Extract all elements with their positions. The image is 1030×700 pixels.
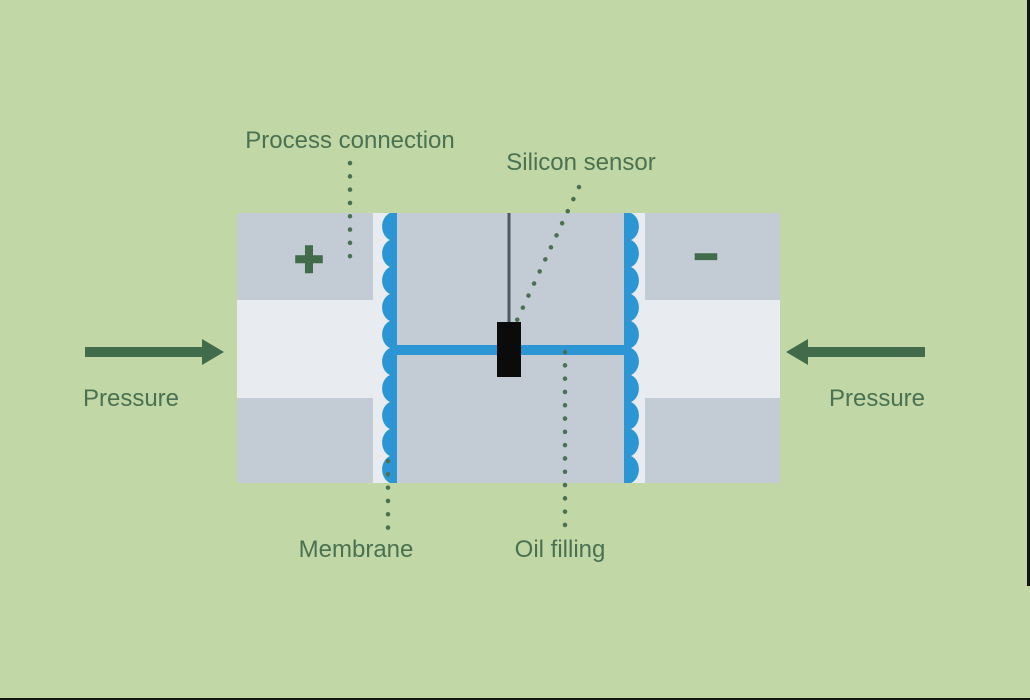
- left-block-pressure-channel: [237, 300, 373, 398]
- pressure-arrow-left-icon: [786, 339, 925, 365]
- label-process-connection: Process connection: [245, 126, 455, 154]
- right-block-pressure-channel: [645, 300, 780, 398]
- minus-symbol: −: [693, 235, 719, 279]
- label-oil-filling: Oil filling: [514, 535, 606, 563]
- right-block-upper-band: [645, 213, 780, 300]
- right-block-lower-band: [645, 398, 780, 483]
- screenshot-right-edge: [1027, 0, 1030, 586]
- right-process-block: [645, 213, 780, 483]
- screenshot-bottom-edge: [0, 698, 1030, 700]
- leader-lines: [347, 160, 582, 532]
- label-membrane: Membrane: [298, 535, 414, 563]
- silicon-sensor-rect: [497, 322, 521, 377]
- leader-silicon-sensor: [509, 184, 582, 334]
- label-pressure-left: Pressure: [82, 384, 180, 412]
- left-membrane-wave: [382, 213, 397, 483]
- right-membrane-wave: [624, 213, 639, 483]
- plus-symbol: +: [293, 231, 325, 287]
- label-silicon-sensor: Silicon sensor: [506, 148, 656, 176]
- label-pressure-right: Pressure: [828, 384, 926, 412]
- sensor-wire: [507, 213, 511, 328]
- left-block-lower-band: [237, 398, 373, 483]
- pressure-arrow-right-icon: [85, 339, 224, 365]
